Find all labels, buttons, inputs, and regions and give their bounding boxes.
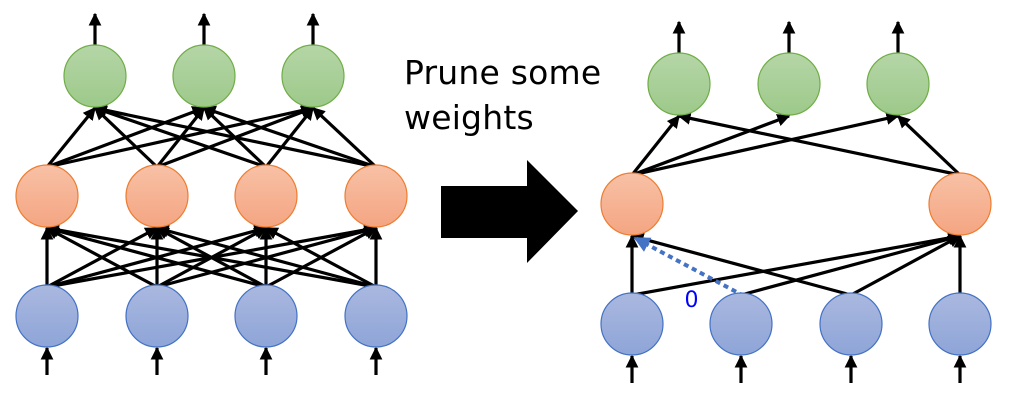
original-network-input-node <box>125 284 189 348</box>
original-network-edge-input-hidden <box>264 226 377 289</box>
caption-line-2: weights <box>404 98 534 137</box>
transform-arrow-icon <box>441 160 578 263</box>
original-network-output-node <box>172 44 236 108</box>
original-network-edge-input-hidden <box>155 224 377 289</box>
pruned-network-edge-hidden-output <box>630 114 681 176</box>
caption-line-1: Prune some <box>404 53 602 92</box>
edges-layer: 0 <box>40 12 967 383</box>
pruned-network-input-node <box>819 292 883 356</box>
pruned-network-edge-input-hidden <box>850 234 962 297</box>
pruned-network-hidden-node <box>928 172 992 236</box>
original-network-edge-input-hidden <box>45 223 377 289</box>
original-network-hidden-node <box>125 164 189 228</box>
pruned-network-edge-input-hidden <box>631 231 962 297</box>
original-network-edge-hidden-output <box>311 106 378 169</box>
pruned-network-edge-hidden-output <box>631 112 900 177</box>
pruned-network-input-node <box>600 292 664 356</box>
pruned-network-edge-input-hidden <box>630 232 852 297</box>
original-network-output-node <box>63 44 127 108</box>
pruned-weight-label: 0 <box>685 288 699 313</box>
original-network-hidden-node <box>344 164 408 228</box>
original-network-output-node <box>281 44 345 108</box>
pruned-network-output-node <box>757 52 821 116</box>
original-network-edge-hidden-output <box>45 106 97 169</box>
original-network-edge-input-hidden <box>45 226 158 289</box>
original-network-hidden-node <box>234 164 298 228</box>
pruned-network-hidden-node <box>600 172 664 236</box>
original-network-input-node <box>344 284 408 348</box>
nodes-layer <box>15 44 992 356</box>
original-network-edge-hidden-output <box>93 106 159 169</box>
pruned-network-edge-input-hidden <box>740 232 962 297</box>
pruned-network-output-node <box>647 52 711 116</box>
pruned-network-edge-hidden-output <box>631 114 791 177</box>
original-network-hidden-node <box>15 164 79 228</box>
original-network-edge-hidden-output <box>93 104 377 169</box>
pruned-network-output-node <box>866 52 930 116</box>
pruned-network-input-node <box>928 292 992 356</box>
pruned-network-edge-hidden-output <box>896 114 962 177</box>
original-network-edge-input-hidden <box>45 224 267 289</box>
caption: Prune some weights <box>404 50 601 140</box>
pruned-network-edge-hidden-output <box>677 112 961 177</box>
pruned-network-input-node <box>709 292 773 356</box>
original-network-edge-hidden-output <box>93 105 267 169</box>
pruned-network-pruned-edge <box>633 236 745 298</box>
original-network-input-node <box>234 284 298 348</box>
original-network-edge-hidden-output <box>202 105 377 169</box>
original-network-input-node <box>15 284 79 348</box>
